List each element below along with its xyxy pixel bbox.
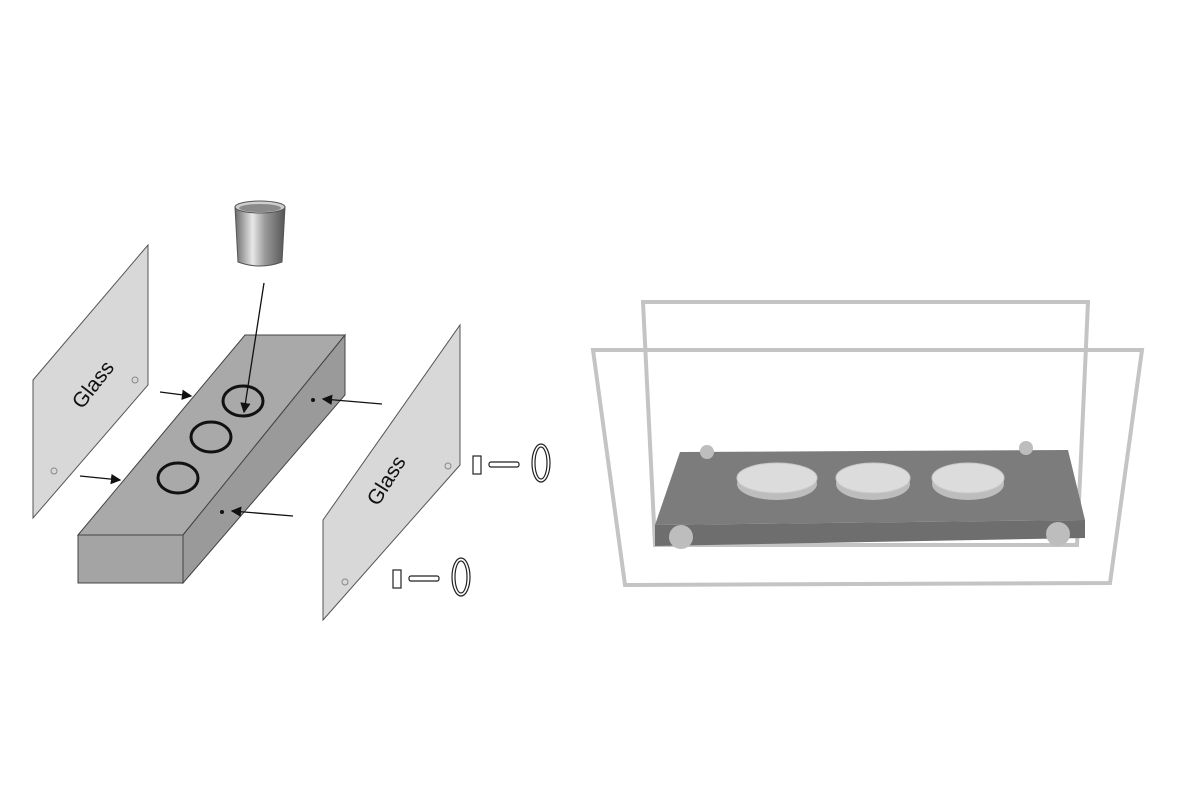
- sample-disc: [835, 462, 911, 500]
- sample-block: [76, 333, 347, 585]
- front-glass-frame: [590, 348, 1145, 588]
- sample-disc: [736, 462, 818, 500]
- screw-assembly-top: [472, 443, 551, 483]
- back-glass-frame: [640, 300, 1091, 547]
- sample-disc: [931, 462, 1005, 500]
- bolt-hole: [341, 578, 349, 586]
- right-glass-panel: Glass: [322, 323, 461, 622]
- screw-assembly-bottom: [392, 557, 471, 597]
- sample-well: [221, 384, 265, 418]
- bolt-hole: [131, 376, 139, 384]
- sample-well: [189, 420, 233, 454]
- metal-cup-icon: [234, 200, 286, 267]
- sample-well: [156, 461, 200, 495]
- assembled-view: [590, 300, 1145, 588]
- nut-icon: [472, 455, 482, 475]
- screw-icon: [488, 461, 520, 468]
- screw-icon: [408, 575, 440, 582]
- assembly-arrows: [79, 282, 383, 517]
- bolt-hole: [444, 462, 452, 470]
- left-glass-panel: Glass: [32, 243, 149, 520]
- bolt-hole: [50, 467, 58, 475]
- nut-icon: [392, 569, 402, 589]
